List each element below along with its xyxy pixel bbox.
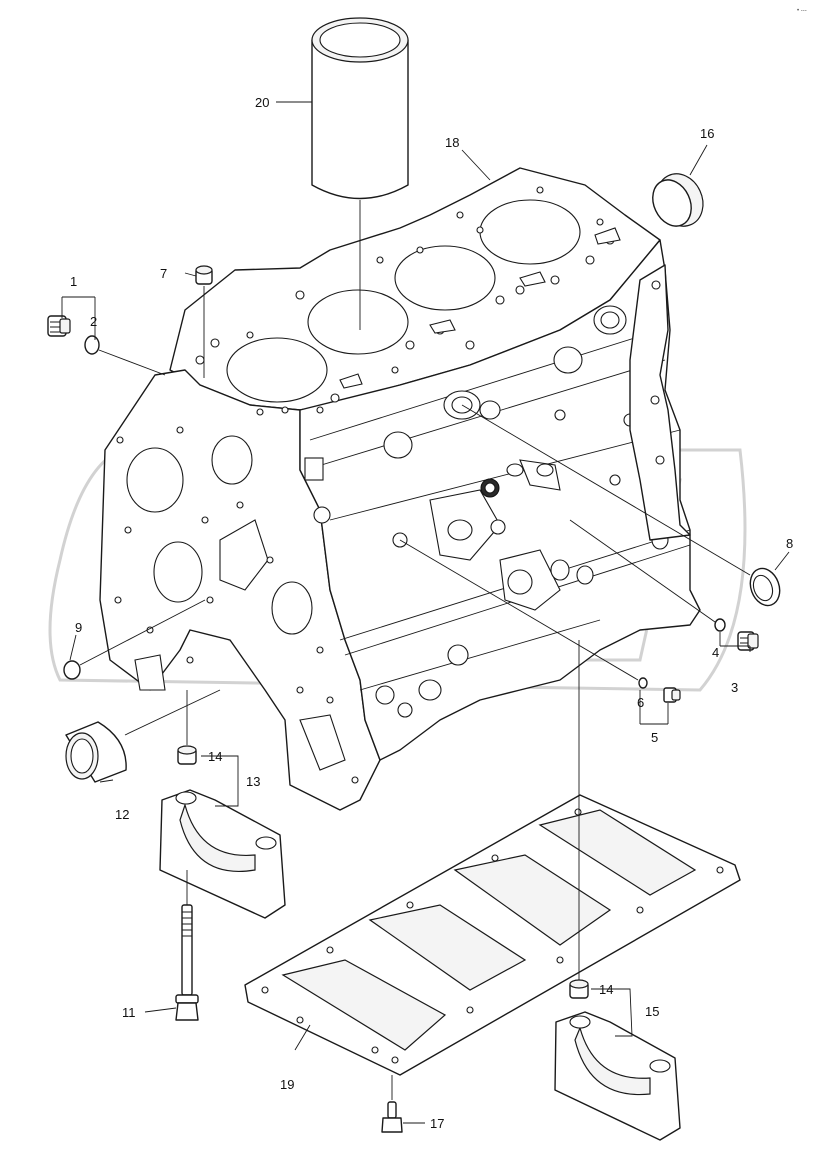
cup-plug-large <box>652 173 704 227</box>
callout-12: 12 <box>115 807 129 822</box>
cylinder-block <box>99 167 701 811</box>
o-ring-front <box>84 335 100 355</box>
main-bearing-cap-front <box>159 789 286 919</box>
callout-18: 17 <box>430 1116 444 1131</box>
callout-labels: 20 18 16 7 1 2 8 9 4 3 6 5 14 13 12 14 1… <box>70 95 793 1131</box>
dowel-sleeve-rear <box>569 979 589 999</box>
deck-holes <box>195 186 621 416</box>
callout-leaders <box>61 101 790 1124</box>
callout-6: 6 <box>637 695 644 710</box>
cam-bushing <box>65 721 127 783</box>
callout-5: 5 <box>651 730 658 745</box>
callout-13: 13 <box>246 774 260 789</box>
dowel-pin <box>195 265 213 285</box>
frame-holes <box>261 808 724 1064</box>
callout-2: 2 <box>90 314 97 329</box>
front-bolt-holes <box>114 426 359 784</box>
dowel-sleeve-front <box>177 745 197 765</box>
cylinder-liner <box>311 17 409 200</box>
o-ring-jet <box>638 677 648 689</box>
callout-11: 11 <box>122 1005 136 1020</box>
callout-9: 9 <box>75 620 82 635</box>
callout-14-front: 14 <box>208 749 222 764</box>
callout-17: 18 <box>445 135 459 150</box>
cylinder-bores <box>226 199 581 403</box>
frame-bolt <box>381 1101 403 1133</box>
callout-20: 20 <box>255 95 269 110</box>
main-bearing-bolt <box>175 904 199 1021</box>
callout-1: 1 <box>70 274 77 289</box>
ladder-frame <box>244 794 741 1076</box>
screw-plug-jet <box>663 687 681 703</box>
o-ring-side <box>714 618 726 632</box>
side-bosses <box>313 305 669 718</box>
callout-19: 19 <box>280 1077 294 1092</box>
seal-ring-rear <box>749 567 781 607</box>
cup-plug-small <box>63 660 81 680</box>
screw-plug-side <box>737 631 759 651</box>
corner-mark: • --- <box>797 8 807 14</box>
callout-3: 3 <box>731 680 738 695</box>
callout-16: 16 <box>700 126 714 141</box>
screw-plug-front <box>47 315 71 337</box>
callout-15: 15 <box>645 1004 659 1019</box>
callout-8: 8 <box>786 536 793 551</box>
callout-14-rear: 14 <box>599 982 613 997</box>
callout-4: 4 <box>712 645 719 660</box>
callout-7: 7 <box>160 266 167 281</box>
main-bearing-cap-rear <box>554 1011 681 1141</box>
